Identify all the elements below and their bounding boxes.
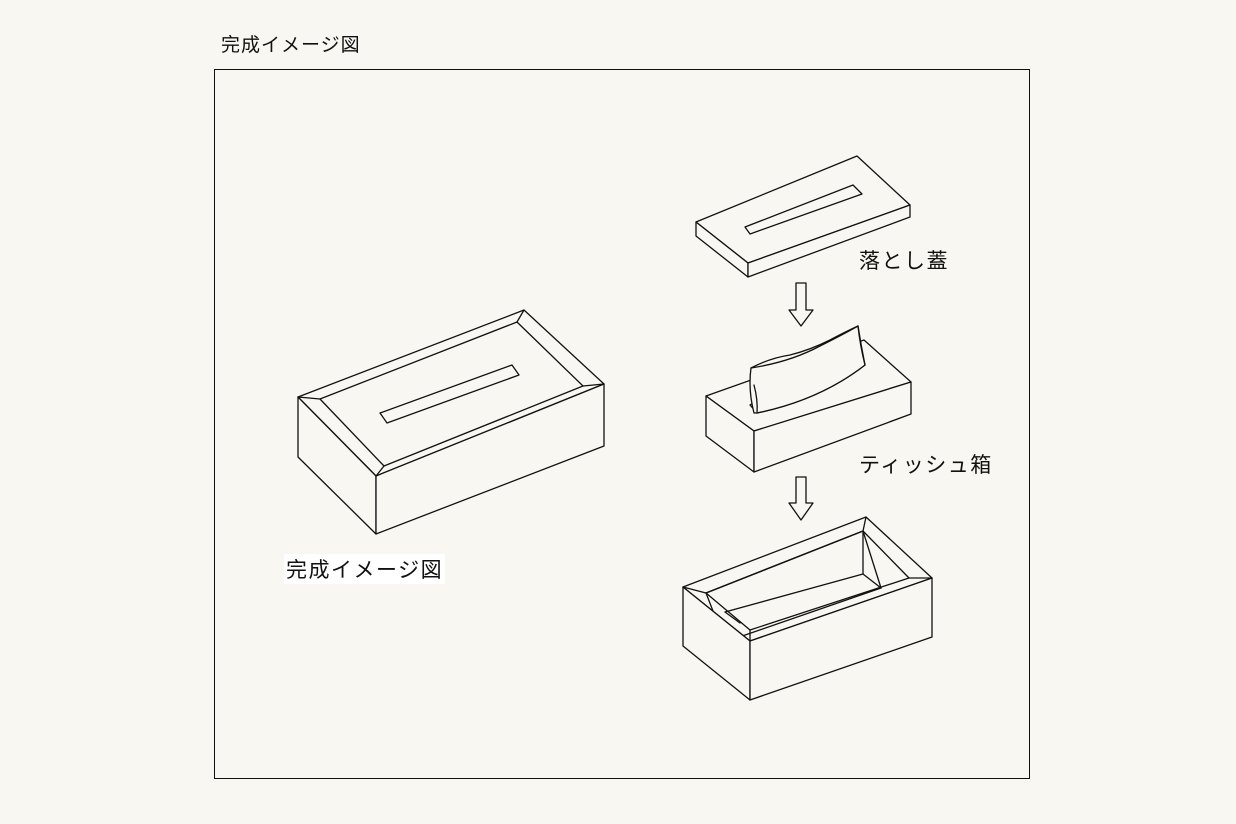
assembled-box-drawing xyxy=(297,309,605,535)
drop-lid-drawing xyxy=(695,155,911,278)
tissue-box-drawing xyxy=(705,325,912,473)
down-arrow-icon xyxy=(788,282,814,327)
down-arrow-icon xyxy=(788,476,814,521)
outer-box-drawing xyxy=(682,516,933,701)
page-title: 完成イメージ図 xyxy=(221,34,361,56)
label-complete-view: 完成イメージ図 xyxy=(284,554,446,584)
label-tissue-box: ティッシュ箱 xyxy=(859,453,993,477)
label-drop-lid: 落とし蓋 xyxy=(859,249,949,273)
